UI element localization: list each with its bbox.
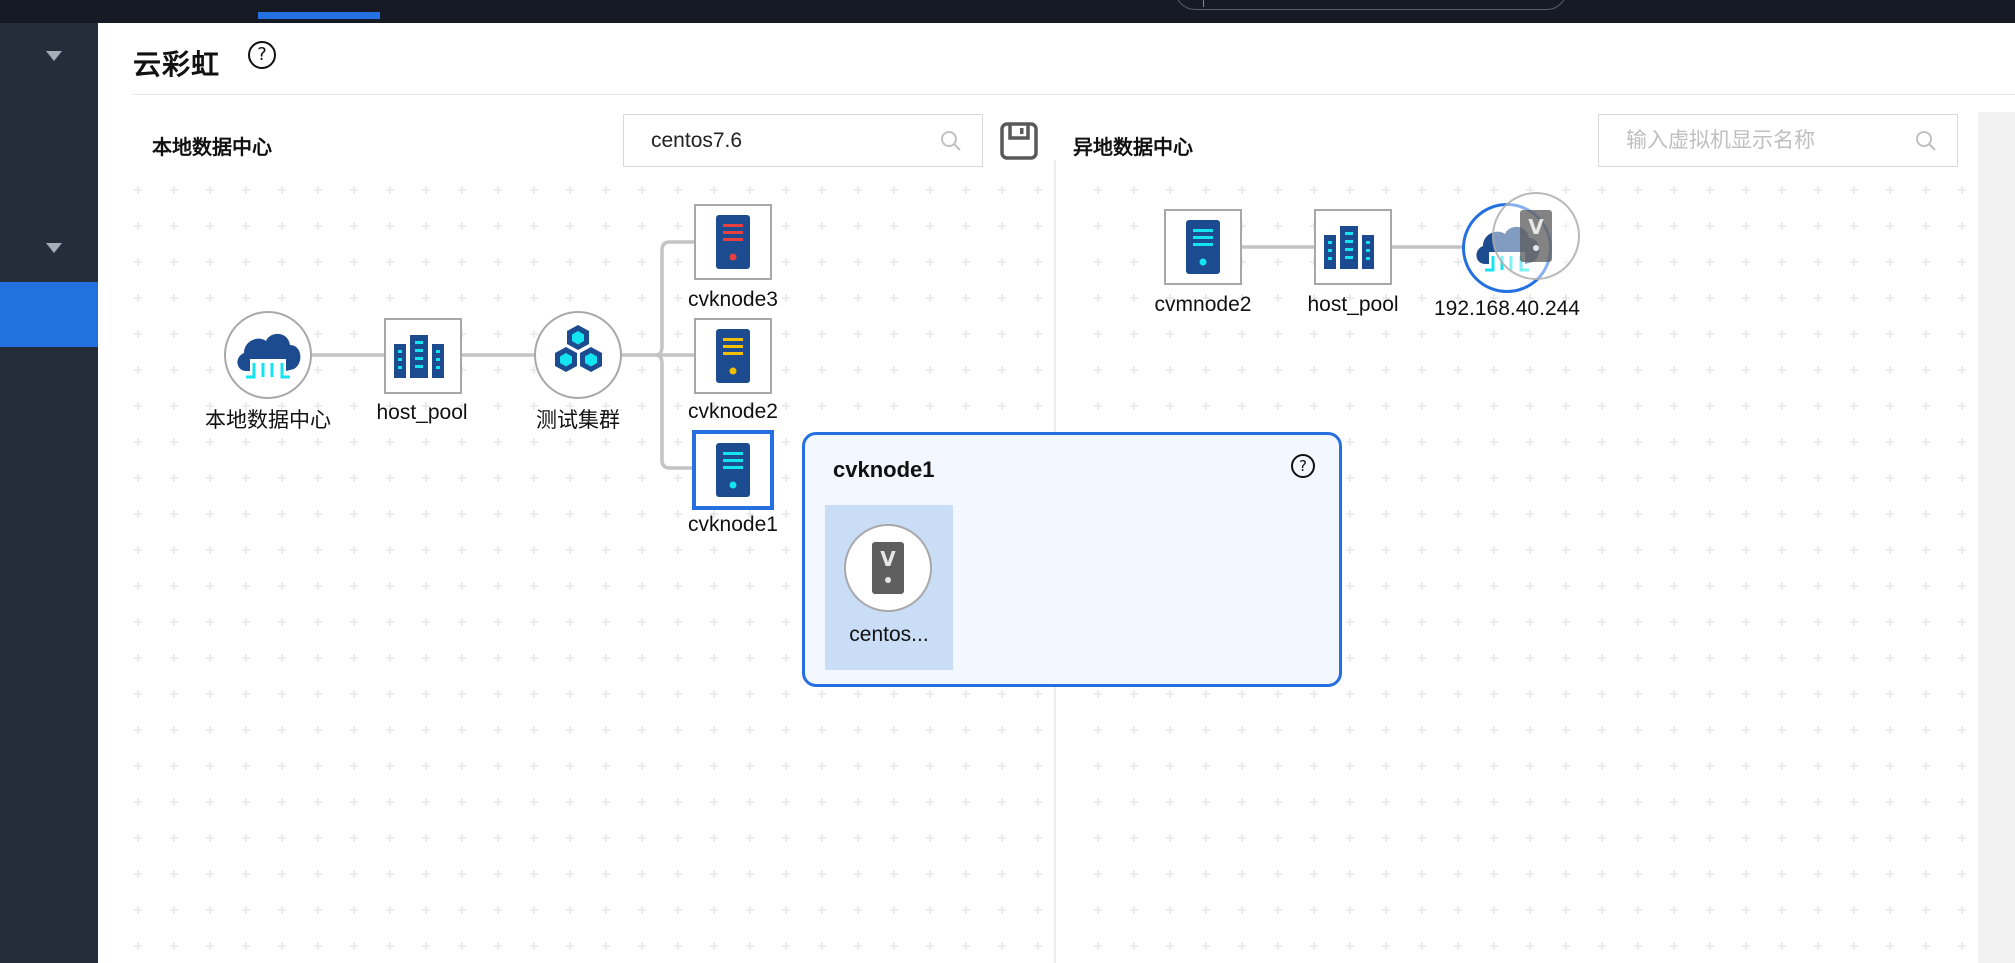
page-title: 云彩虹 — [133, 49, 221, 80]
node-label: cvknode3 — [688, 288, 778, 311]
chevron-down-icon[interactable] — [44, 49, 64, 63]
vm-circle: V — [844, 524, 932, 612]
cluster-icon — [555, 325, 602, 372]
local-panel-title: 本地数据中心 — [152, 137, 272, 159]
node-box — [1164, 209, 1242, 285]
search-icon[interactable] — [1915, 130, 1937, 152]
server-icon — [716, 329, 750, 383]
popup-title: cvknode1 — [833, 457, 935, 482]
node-circle — [534, 311, 622, 399]
cloud-datacenter-icon — [237, 333, 301, 379]
host-pool-icon — [394, 335, 444, 378]
sidebar — [0, 23, 98, 963]
dragging-vm-ghost[interactable]: V — [1492, 192, 1580, 280]
remote-vm-search-input[interactable] — [1599, 115, 1886, 166]
search-icon[interactable] — [940, 130, 962, 152]
vm-icon: V — [872, 542, 904, 594]
help-icon[interactable]: ? — [248, 41, 276, 69]
local-search-box — [623, 114, 983, 167]
node-box — [384, 318, 462, 394]
node-detail-popup: cvknode1 ? V centos... — [802, 432, 1342, 687]
remote-panel-title: 异地数据中心 — [1073, 137, 1193, 159]
vm-icon: V — [1520, 210, 1552, 262]
node-label: 测试集群 — [536, 409, 620, 432]
node-box-selected — [692, 430, 774, 510]
node-box — [694, 318, 772, 394]
svg-text:V: V — [1528, 215, 1544, 239]
server-icon — [716, 443, 750, 497]
local-vm-search-input[interactable] — [624, 115, 911, 166]
node-label: host_pool — [1307, 293, 1399, 316]
node-label: 本地数据中心 — [205, 409, 331, 432]
node-label: host_pool — [376, 401, 468, 424]
active-tab-indicator[interactable] — [258, 12, 380, 19]
node-box — [694, 204, 772, 280]
scrollbar-track[interactable] — [1978, 112, 2015, 963]
page-header: 云彩虹 ? — [133, 23, 2015, 95]
node-box — [1314, 209, 1392, 285]
help-icon[interactable]: ? — [1291, 454, 1315, 478]
host-pool-icon — [1324, 226, 1374, 269]
node-label: cvknode2 — [688, 400, 778, 423]
node-label: cvmnode2 — [1154, 293, 1252, 316]
sidebar-item-active[interactable] — [0, 282, 98, 347]
vm-label: centos... — [849, 623, 929, 646]
global-search-input[interactable] — [1175, 0, 1567, 10]
server-icon — [1186, 220, 1220, 274]
svg-text:V: V — [880, 547, 896, 571]
node-label: 192.168.40.244 — [1434, 297, 1580, 320]
remote-search-box — [1598, 114, 1958, 167]
save-icon[interactable] — [1000, 122, 1038, 160]
node-circle — [224, 311, 312, 399]
chevron-down-icon[interactable] — [44, 241, 64, 255]
node-label: cvknode1 — [688, 513, 778, 536]
vm-tile[interactable]: V centos... — [825, 505, 953, 670]
server-icon — [716, 215, 750, 269]
top-bar — [0, 0, 2015, 23]
